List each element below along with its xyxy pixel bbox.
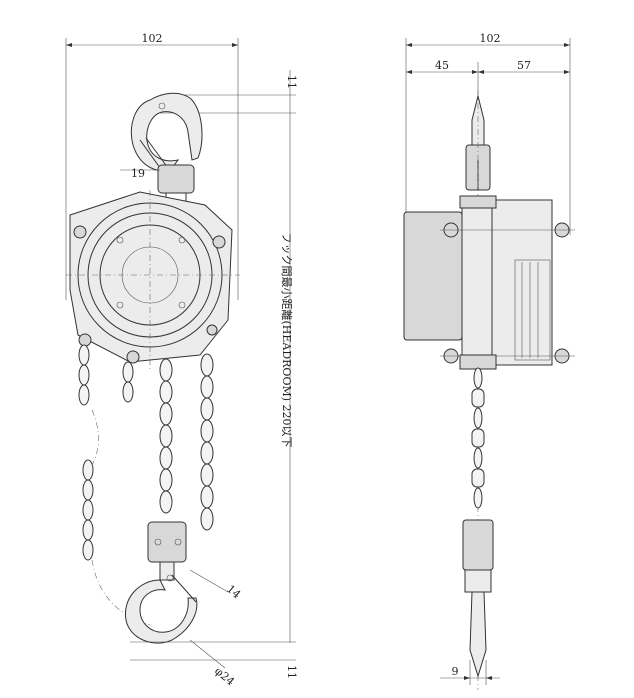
front-bottom-offset-label: 11	[285, 665, 298, 679]
hook-tip-label: 14	[224, 582, 243, 601]
hoist-body	[66, 190, 240, 370]
front-width-label: 102	[142, 32, 163, 45]
hand-chain-left	[78, 344, 151, 626]
headroom-label: フック間最小距離(HEADROOM) 220以下	[280, 232, 294, 447]
front-top-offset-label: 11	[285, 75, 298, 89]
front-view: 102 11 フック間最小距離(HEADROOM) 220以下 19	[65, 32, 298, 688]
hook-diameter-label: φ24	[212, 664, 237, 688]
side-view: 102 45 57	[403, 32, 575, 690]
top-hook: 19	[120, 92, 203, 205]
side-bottom-hook: 9	[440, 519, 500, 685]
front-width-dimension: 102	[65, 32, 239, 300]
load-chain-front	[159, 353, 214, 531]
hook-throat-label: 19	[131, 167, 145, 180]
bottom-hook: 14 φ24 11	[124, 521, 298, 688]
side-width-label: 102	[480, 32, 501, 45]
side-bottom-hook-label: 9	[452, 665, 459, 678]
side-right-label: 57	[517, 59, 531, 72]
front-top-offset-dimension: 11	[160, 70, 298, 643]
side-body	[403, 195, 575, 370]
side-left-label: 45	[435, 59, 449, 72]
load-chain-side	[471, 367, 485, 509]
side-width-dimension: 102 45 57	[405, 32, 571, 235]
